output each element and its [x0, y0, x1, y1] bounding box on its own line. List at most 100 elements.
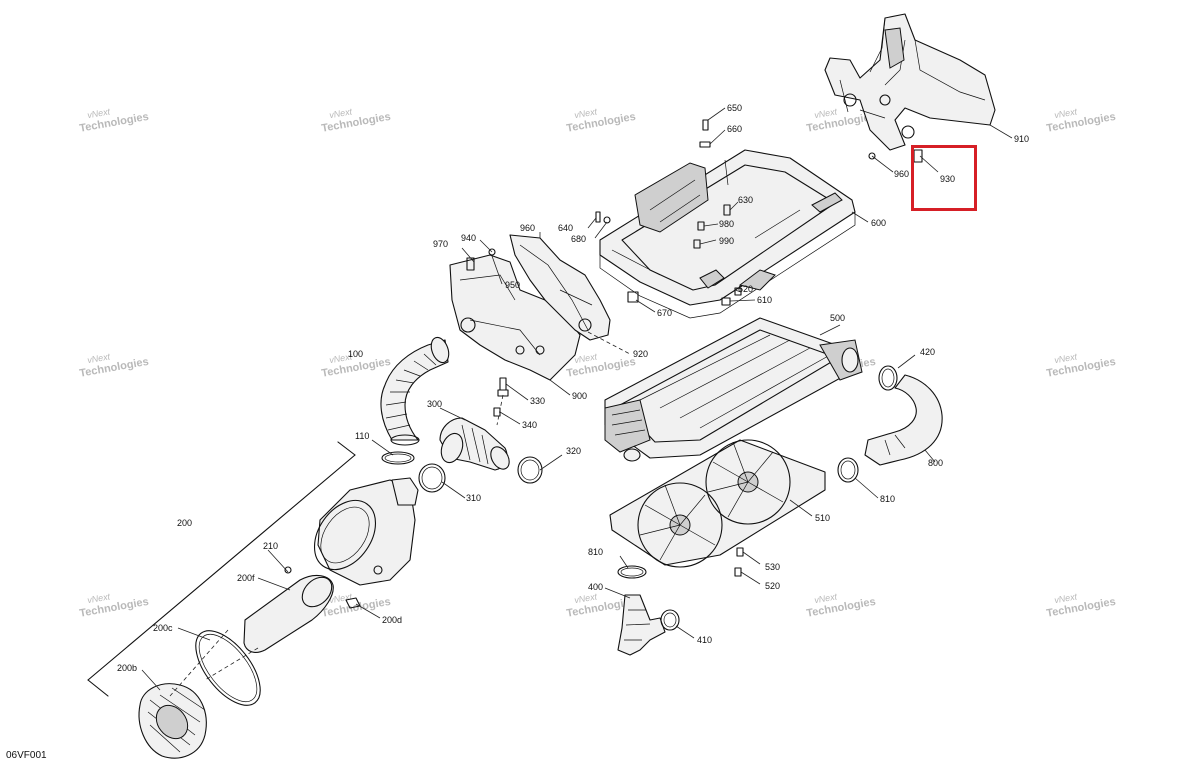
sensor-330: [497, 377, 509, 397]
clamp-310: [418, 463, 446, 493]
panel-900: [449, 254, 581, 381]
callout-610: 610: [757, 295, 772, 305]
clamp-810-left: [617, 565, 647, 579]
hose-800: [864, 374, 943, 466]
callout-340: 340: [522, 420, 537, 430]
callout-200b: 200b: [117, 663, 137, 673]
watermark-line1: vNext: [573, 106, 598, 120]
rivet-970: [466, 257, 475, 271]
callout-950: 950: [505, 280, 520, 290]
clamp-110: [381, 451, 415, 465]
watermark-line1: vNext: [573, 351, 598, 365]
washer-660: [699, 141, 711, 148]
washer-520: [734, 567, 742, 577]
watermark-line1: vNext: [1053, 106, 1078, 120]
callout-800: 800: [928, 458, 943, 468]
callout-210: 210: [263, 541, 278, 551]
bolt-620: [734, 287, 742, 296]
callout-680: 680: [571, 234, 586, 244]
callout-960-top: 960: [894, 169, 909, 179]
callout-200: 200: [177, 518, 192, 528]
fan-shroud-510: [609, 439, 826, 568]
cap-200b: [138, 683, 207, 759]
bolt-530: [736, 547, 744, 557]
callout-620: 620: [738, 284, 753, 294]
filter-200f: [243, 574, 334, 653]
assembly-bracket-line: [87, 454, 356, 681]
hose-400: [617, 594, 666, 656]
frame-600: [599, 149, 856, 319]
callout-530: 530: [765, 562, 780, 572]
clip-670: [627, 291, 639, 303]
callout-910: 910: [1014, 134, 1029, 144]
clamp-810-right: [837, 457, 859, 483]
watermark-line1: vNext: [86, 351, 111, 365]
callout-600: 600: [871, 218, 886, 228]
callout-920: 920: [633, 349, 648, 359]
callout-900: 900: [572, 391, 587, 401]
callout-110: 110: [355, 431, 369, 441]
callout-200d: 200d: [382, 615, 402, 625]
callout-420: 420: [920, 347, 935, 357]
diagram-reference-code: 06VF001: [6, 750, 47, 761]
hose-100: [380, 336, 450, 446]
assembly-bracket-ends: [87, 441, 356, 697]
leader-lines: [141, 107, 1013, 697]
callout-400: 400: [588, 582, 603, 592]
watermark-line1: vNext: [86, 591, 111, 605]
callout-300: 300: [427, 399, 442, 409]
nut-940: [488, 248, 496, 256]
callout-650: 650: [727, 103, 742, 113]
callout-930: 930: [940, 174, 955, 184]
clamp-320: [517, 456, 543, 484]
washer-610: [721, 297, 731, 306]
callout-940: 940: [461, 233, 476, 243]
radiator-500: [604, 317, 863, 462]
callout-310: 310: [466, 493, 481, 503]
callout-970: 970: [433, 239, 448, 249]
watermark-line1: vNext: [813, 591, 838, 605]
watermark-line1: vNext: [328, 106, 353, 120]
watermark-line1: vNext: [328, 351, 353, 365]
callout-200c: 200c: [153, 623, 173, 633]
screw-210: [284, 566, 292, 574]
nut-980: [697, 221, 705, 231]
watermark-line1: vNext: [1053, 351, 1078, 365]
seal-200c: [195, 630, 261, 706]
bracket-910: [824, 13, 996, 163]
callout-810-left: 810: [588, 547, 603, 557]
watermark-line1: vNext: [1053, 591, 1078, 605]
callout-520: 520: [765, 581, 780, 591]
callout-810-right: 810: [880, 494, 895, 504]
watermark-line1: vNext: [573, 591, 598, 605]
callout-410: 410: [697, 635, 712, 645]
callout-500: 500: [830, 313, 845, 323]
highlight-box-930: [911, 145, 977, 211]
callout-320: 320: [566, 446, 581, 456]
clamp-420: [878, 365, 898, 391]
callout-630: 630: [738, 195, 753, 205]
clamp-410: [660, 609, 680, 631]
washer-680: [603, 216, 611, 224]
callout-200f: 200f: [237, 573, 255, 583]
clip-630: [723, 204, 731, 216]
callout-660: 660: [727, 124, 742, 134]
callout-670: 670: [657, 308, 672, 318]
callout-640: 640: [558, 223, 573, 233]
callout-330: 330: [530, 396, 545, 406]
callout-980: 980: [719, 219, 734, 229]
callout-labels: 650 660 630 640 680 980 990 600 620 610 …: [117, 103, 1029, 673]
callout-990: 990: [719, 236, 734, 246]
watermark-line1: vNext: [813, 106, 838, 120]
panel-920: [509, 234, 611, 341]
screw-990: [693, 239, 701, 249]
grommet-340: [493, 407, 501, 417]
callout-100: 100: [348, 349, 363, 359]
bolt-640: [595, 211, 601, 223]
elbow-300: [439, 417, 510, 471]
callout-510: 510: [815, 513, 830, 523]
airbox-200: [313, 477, 419, 586]
callout-960-panel: 960: [520, 223, 535, 233]
watermark-line1: vNext: [86, 106, 111, 120]
